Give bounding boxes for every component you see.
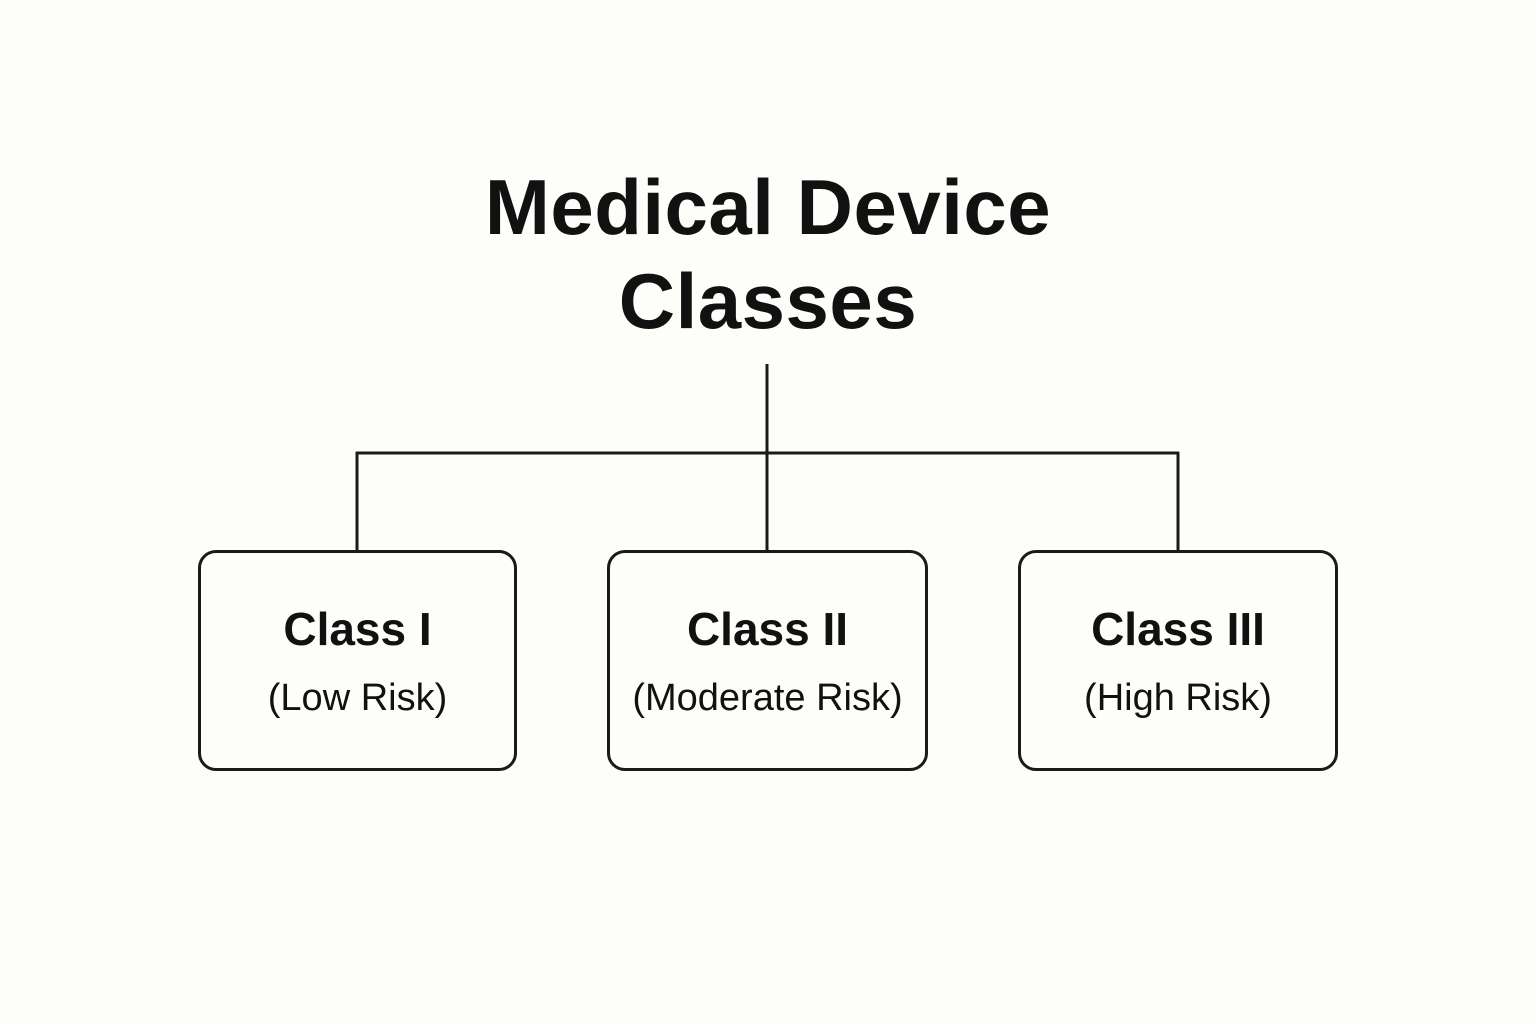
class-2-box: Class II (Moderate Risk): [607, 550, 928, 771]
class-2-name: Class II: [686, 603, 849, 655]
class-3-name: Class III: [1091, 603, 1265, 655]
diagram-title-line-2: Classes: [618, 257, 918, 345]
class-3-risk: (High Risk): [1084, 677, 1272, 719]
class-3-box: Class III (High Risk): [1018, 550, 1338, 771]
class-1-risk: (Low Risk): [267, 677, 448, 719]
diagram-title-line-1: Medical Device: [484, 163, 1052, 251]
class-1-name: Class I: [283, 603, 432, 655]
diagram-title: Medical Device Classes: [0, 160, 1536, 348]
class-2-risk: (Moderate Risk): [632, 677, 903, 719]
class-1-box: Class I (Low Risk): [198, 550, 517, 771]
